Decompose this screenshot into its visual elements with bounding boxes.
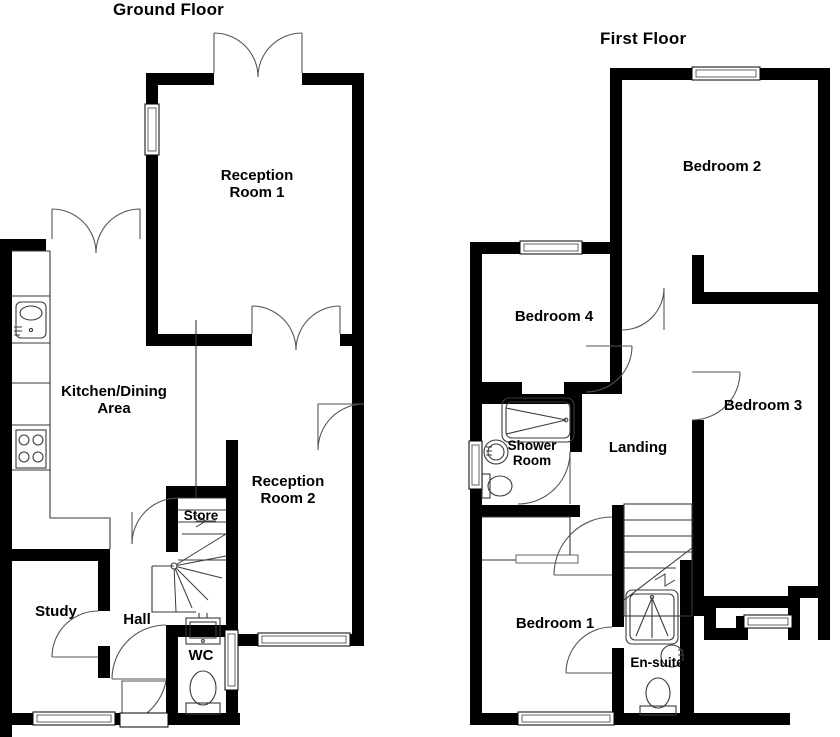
first-floor-walls — [470, 68, 830, 725]
ground-floor-fixtures — [12, 250, 227, 715]
room-label-en-suite: En-suite — [630, 655, 684, 670]
first-floor-doors — [517, 287, 741, 674]
room-label-bedroom-2: Bedroom 2 — [682, 158, 762, 175]
first-floor-windows — [468, 66, 793, 726]
room-label-reception-room-2: Reception Room 2 — [251, 473, 325, 507]
room-label-bedroom-3: Bedroom 3 — [723, 397, 803, 414]
room-label-shower-room: Shower Room — [507, 438, 557, 469]
room-label-store: Store — [183, 508, 219, 523]
window-shower-room-west — [468, 440, 483, 490]
room-label-study: Study — [35, 603, 77, 620]
room-label-hall: Hall — [123, 611, 151, 628]
window-bedroom-2-north — [691, 66, 761, 81]
room-label-reception-room-1: Reception Room 1 — [220, 167, 294, 201]
window-bedroom-1-south — [517, 711, 615, 726]
window-bedroom-1-internal — [515, 554, 579, 564]
ground-floor-title: Ground Floor — [113, 0, 224, 19]
room-label-landing: Landing — [608, 439, 668, 456]
room-label-kitchen-dining-area: Kitchen/Dining Area — [61, 383, 167, 417]
room-label-bedroom-4: Bedroom 4 — [514, 308, 594, 325]
ground-floor-doors — [51, 32, 365, 728]
ground-floor-windows — [32, 103, 351, 726]
first-floor-title: First Floor — [600, 29, 687, 48]
ground-floor-walls — [0, 73, 364, 737]
window-study-south — [32, 711, 116, 726]
window-reception-room-2-south — [257, 632, 351, 647]
window-wc-east — [224, 629, 239, 691]
window-bedroom-3-south — [743, 614, 793, 629]
first-floor-fixtures — [481, 397, 693, 716]
window-bedroom-4-north — [519, 240, 583, 255]
room-label-wc: WC — [188, 647, 214, 664]
window-reception-room-1-west — [144, 103, 160, 156]
room-label-bedroom-1: Bedroom 1 — [515, 615, 595, 632]
